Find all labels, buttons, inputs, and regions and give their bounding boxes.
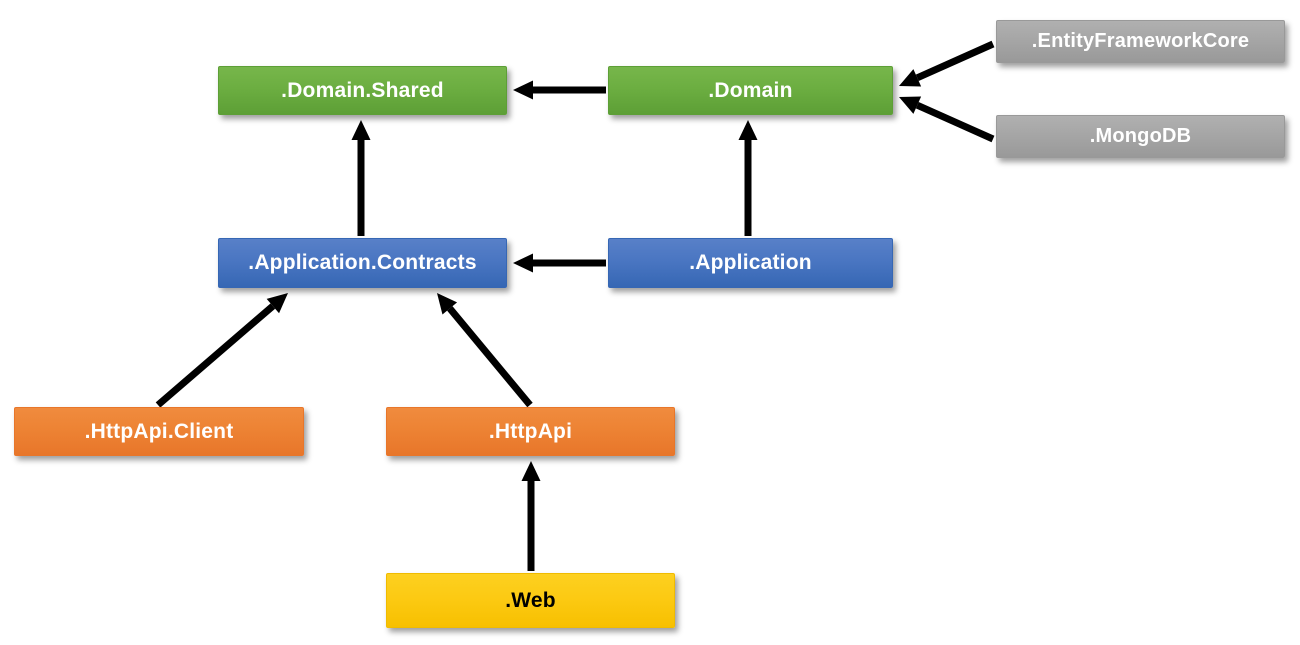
node-label: .Web	[505, 588, 556, 612]
node-application-contracts[interactable]: .Application.Contracts	[218, 238, 507, 288]
node-application[interactable]: .Application	[608, 238, 893, 288]
arrow-shaft	[447, 306, 533, 408]
arrow-head	[521, 461, 541, 481]
arrow-shaft	[155, 303, 276, 408]
arrow-httpapi-client-to-application-contracts	[155, 293, 288, 408]
arrow-head	[899, 96, 922, 114]
arrow-httpapi-to-application-contracts	[437, 293, 533, 408]
node-domain[interactable]: .Domain	[608, 66, 893, 115]
node-mongodb[interactable]: .MongoDB	[996, 115, 1285, 158]
node-label: .HttpApi.Client	[84, 419, 234, 443]
node-label: .Application.Contracts	[248, 251, 477, 274]
node-label: .Application	[689, 251, 812, 274]
arrow-head	[738, 120, 758, 140]
arrow-head	[351, 120, 371, 140]
arrow-mongodb-to-domain	[899, 96, 995, 143]
arrow-application-contracts-to-domain-shared	[351, 120, 371, 236]
arrow-head	[437, 293, 458, 315]
arrow-domain-to-domain-shared	[513, 80, 606, 100]
arrow-application-to-domain	[738, 120, 758, 236]
arrow-shaft	[915, 40, 995, 82]
node-entityframeworkcore[interactable]: .EntityFrameworkCore	[996, 20, 1285, 63]
arrow-head	[513, 253, 533, 273]
node-label: .Domain	[708, 78, 793, 102]
arrow-head	[899, 69, 922, 87]
node-domain-shared[interactable]: .Domain.Shared	[218, 66, 507, 115]
node-httpapi-client[interactable]: .HttpApi.Client	[14, 407, 304, 456]
arrow-efcore-to-domain	[899, 40, 995, 87]
node-httpapi[interactable]: .HttpApi	[386, 407, 675, 456]
arrow-shaft	[915, 101, 995, 143]
node-label: .HttpApi	[488, 419, 573, 443]
node-label: .EntityFrameworkCore	[1031, 30, 1250, 52]
node-web[interactable]: .Web	[386, 573, 675, 628]
node-label: .MongoDB	[1089, 125, 1192, 147]
arrow-head	[266, 293, 288, 314]
node-label: .Domain.Shared	[281, 78, 444, 102]
arrow-web-to-httpapi	[521, 461, 541, 571]
arrow-head	[513, 80, 533, 100]
arrow-application-to-application-contracts	[513, 253, 606, 273]
